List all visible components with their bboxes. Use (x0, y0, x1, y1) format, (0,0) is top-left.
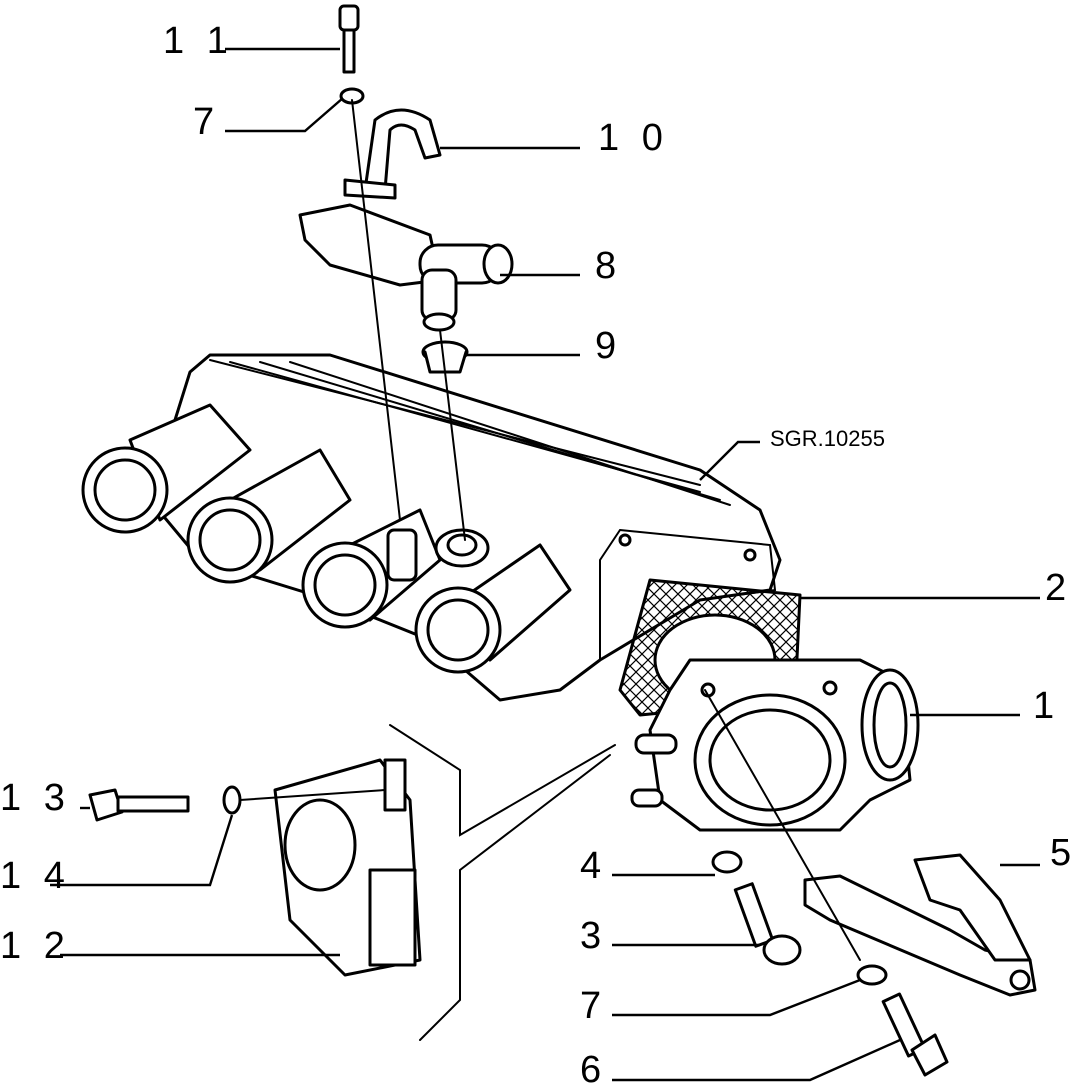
break-lines (389, 724, 616, 1041)
callout-8: 8 (595, 245, 622, 287)
callout-6: 6 (580, 1049, 607, 1085)
callout-4: 4 (580, 845, 607, 887)
screw-13 (88, 785, 386, 822)
callout-7-bottom: 7 (580, 985, 607, 1027)
intake-manifold (81, 353, 782, 702)
callout-10: 1 0 (598, 117, 669, 159)
screw-top (338, 4, 466, 541)
runner-4 (414, 543, 572, 674)
callout-1: 1 (1033, 685, 1060, 727)
callout-7-top: 7 (193, 101, 220, 143)
callout-11: 1 1 (163, 20, 234, 62)
callout-12: 1 2 (0, 925, 71, 967)
runner-1 (81, 403, 252, 534)
callout-9: 9 (595, 325, 622, 367)
callout-13: 1 3 (0, 777, 71, 819)
throttle-position-sensor (273, 758, 422, 977)
bracket (343, 108, 442, 200)
callout-3: 3 (580, 915, 607, 957)
runner-2 (186, 448, 352, 584)
idle-valve (298, 203, 514, 332)
seal (421, 340, 469, 374)
screw-3 (711, 850, 802, 966)
screw-6 (704, 689, 949, 1077)
leader-lines (50, 47, 1040, 1082)
callout-2: 2 (1045, 567, 1072, 609)
drawing-code: SGR.10255 (770, 426, 885, 451)
lever (803, 853, 1037, 997)
callout-5: 5 (1050, 832, 1077, 874)
callout-labels: 1 1 7 1 0 8 9 2 1 1 3 1 4 1 2 4 5 3 7 6 … (0, 20, 1077, 1085)
throttle-body (630, 658, 920, 832)
callout-14: 1 4 (0, 855, 71, 897)
